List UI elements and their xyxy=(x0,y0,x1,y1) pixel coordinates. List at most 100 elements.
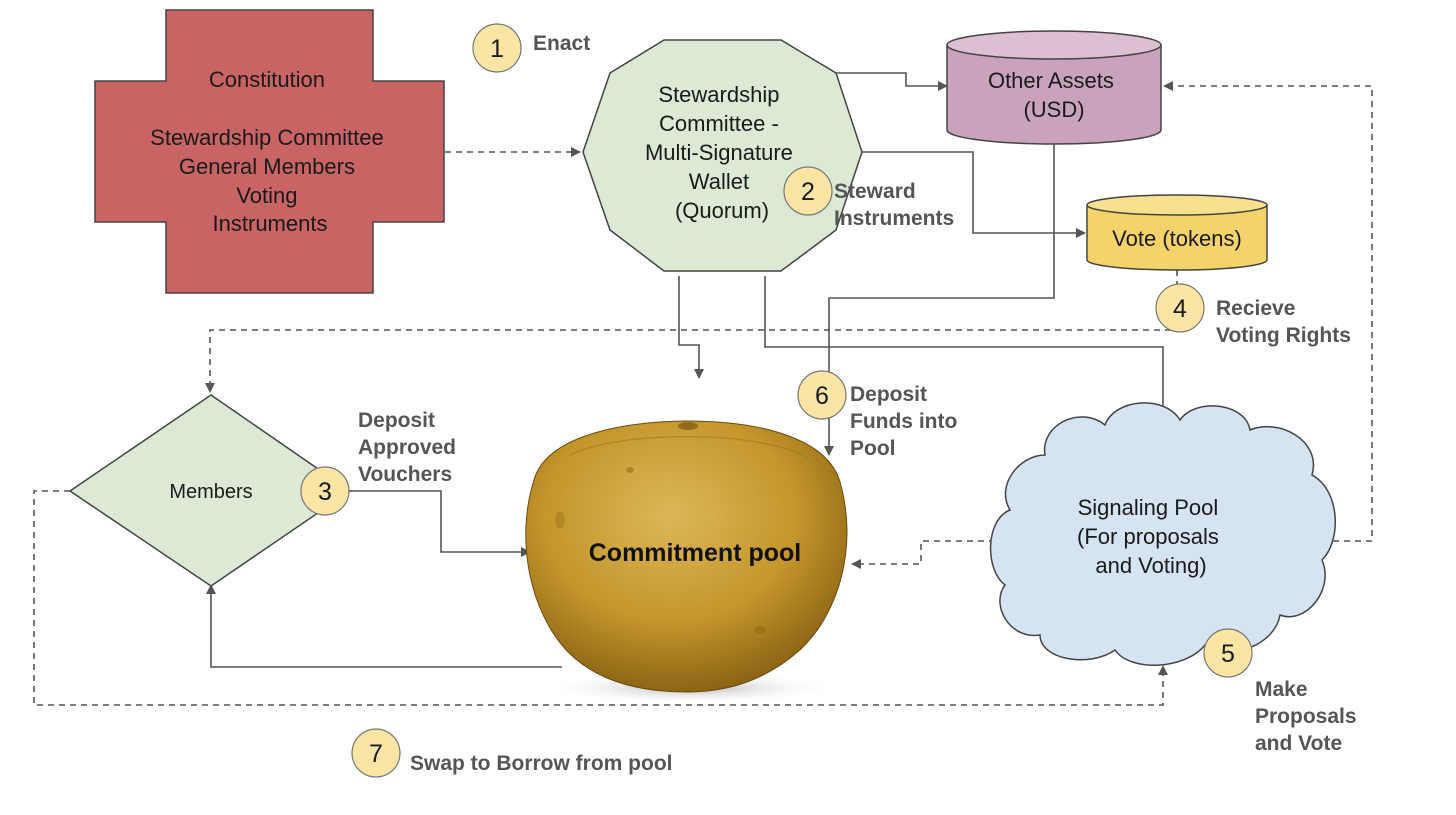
gourd-stem-scar xyxy=(678,422,698,430)
members-label: Members xyxy=(169,481,252,503)
other-assets-label: Other Assets (USD) xyxy=(988,68,1120,122)
edge-wallet-to-commitment-pool xyxy=(678,276,704,379)
step-label-line: Pool xyxy=(850,437,896,460)
signaling-pool-line: Signaling Pool xyxy=(1078,495,1219,520)
edge-commitment-pool-to-members xyxy=(206,584,562,668)
step-label-line: and Vote xyxy=(1255,732,1342,755)
constitution-label: Constitution Stewardship Committee Gener… xyxy=(150,67,390,236)
signaling-pool-node: Signaling Pool (For proposals and Voting… xyxy=(989,402,1337,666)
constitution-line: General Members xyxy=(179,154,355,179)
step-label: Recieve Voting Rights xyxy=(1216,297,1351,347)
multisig-wallet-node: Stewardship Committee - Multi-Signature … xyxy=(582,39,863,272)
constitution-line: Voting xyxy=(236,183,297,208)
step-label-line: Make xyxy=(1255,678,1308,701)
step-label: Deposit Approved Vouchers xyxy=(358,409,462,486)
step-badge xyxy=(797,370,847,420)
step-3: 3 Deposit Approved Vouchers xyxy=(300,409,462,516)
other-assets-body xyxy=(946,45,1162,145)
step-6: 6 Deposit Funds into Pool xyxy=(797,370,963,460)
gourd-spot xyxy=(754,626,766,634)
step-number: 5 xyxy=(1221,640,1235,668)
step-label-line: Enact xyxy=(533,32,590,55)
signaling-pool-line: (For proposals xyxy=(1077,524,1219,549)
step-label-line: Funds into xyxy=(850,410,957,433)
step-label: Make Proposals and Vote xyxy=(1255,678,1362,755)
step-label-line: Swap to Borrow from pool xyxy=(410,752,673,775)
wallet-line: Committee - xyxy=(659,111,779,136)
vote-tokens-line: Vote (tokens) xyxy=(1112,226,1242,251)
step-badge xyxy=(1155,283,1205,333)
step-number: 2 xyxy=(801,178,815,206)
step-badge xyxy=(1203,628,1253,678)
step-number: 7 xyxy=(369,740,383,768)
step-2: 2 Steward Instruments xyxy=(783,166,954,230)
vote-tokens-node: Vote (tokens) xyxy=(1086,194,1268,271)
wallet-line: Multi-Signature xyxy=(645,140,793,165)
step-number: 3 xyxy=(318,478,332,506)
other-assets-line: Other Assets xyxy=(988,68,1114,93)
step-label: Steward Instruments xyxy=(834,180,954,230)
step-label-line: Voting Rights xyxy=(1216,324,1351,347)
step-number: 4 xyxy=(1173,295,1187,323)
constitution-shape xyxy=(94,9,445,294)
gourd-spot xyxy=(626,467,634,473)
members-node: Members xyxy=(68,394,352,587)
edge-vote-tokens-to-members xyxy=(205,270,1178,393)
edge-members-to-commitment-pool xyxy=(350,490,531,557)
edge-wallet-to-signaling-pool xyxy=(764,276,1168,426)
signaling-pool-line: and Voting) xyxy=(1095,553,1206,578)
constitution-line: Instruments xyxy=(213,211,328,236)
other-assets-top xyxy=(946,30,1162,60)
step-number: 1 xyxy=(490,35,504,63)
step-1: 1 Enact xyxy=(472,23,590,73)
edge-members-to-signaling-pool xyxy=(33,490,1168,706)
step-label-line: Deposit xyxy=(850,383,927,406)
step-label-line: Vouchers xyxy=(358,463,452,486)
step-number: 6 xyxy=(815,382,829,410)
step-label: Swap to Borrow from pool xyxy=(410,752,673,775)
members-line: Members xyxy=(169,481,252,503)
constitution-node: Constitution Stewardship Committee Gener… xyxy=(94,9,445,294)
step-label-line: Steward xyxy=(834,180,916,203)
step-label-line: Approved xyxy=(358,436,456,459)
other-assets-node: Other Assets (USD) xyxy=(946,30,1162,145)
step-label-line: Deposit xyxy=(358,409,435,432)
gourd-rim xyxy=(569,436,809,459)
constitution-line: Constitution xyxy=(209,67,325,92)
wallet-shape xyxy=(582,39,863,272)
signaling-pool-label: Signaling Pool (For proposals and Voting… xyxy=(1077,495,1225,578)
edge-signaling-pool-to-commitment-pool xyxy=(851,540,995,569)
edge-signaling-pool-to-other-assets xyxy=(1163,81,1373,542)
constitution-line: Stewardship Committee xyxy=(150,125,384,150)
commitment-pool-label: Commitment pool xyxy=(589,539,802,567)
edges xyxy=(33,72,1373,706)
vote-tokens-label: Vote (tokens) xyxy=(1112,226,1242,251)
wallet-line: Stewardship xyxy=(658,82,779,107)
step-4: 4 Recieve Voting Rights xyxy=(1155,283,1351,347)
step-label-line: Recieve xyxy=(1216,297,1295,320)
step-label: Enact xyxy=(533,32,590,55)
commitment-pool-node: Commitment pool xyxy=(525,420,848,704)
wallet-line: Wallet xyxy=(689,169,749,194)
step-badge xyxy=(300,466,350,516)
edge-wallet-to-vote-tokens xyxy=(862,151,1086,238)
gourd-spot xyxy=(555,512,565,528)
vote-tokens-body xyxy=(1086,205,1268,271)
wallet-line: (Quorum) xyxy=(675,198,769,223)
step-5: 5 Make Proposals and Vote xyxy=(1203,628,1362,755)
other-assets-line: (USD) xyxy=(1023,97,1084,122)
step-badge xyxy=(472,23,522,73)
step-badge xyxy=(783,166,833,216)
wallet-label: Stewardship Committee - Multi-Signature … xyxy=(645,82,799,223)
edge-wallet-to-other-assets xyxy=(836,72,948,91)
members-shape xyxy=(68,394,352,587)
signaling-pool-shape xyxy=(989,402,1337,666)
step-7: 7 Swap to Borrow from pool xyxy=(351,728,673,778)
step-label: Deposit Funds into Pool xyxy=(850,383,963,460)
gourd-shape xyxy=(525,420,848,693)
step-badge xyxy=(351,728,401,778)
vote-tokens-top xyxy=(1086,194,1268,216)
step-label-line: Proposals xyxy=(1255,705,1357,728)
step-label-line: Instruments xyxy=(834,207,954,230)
